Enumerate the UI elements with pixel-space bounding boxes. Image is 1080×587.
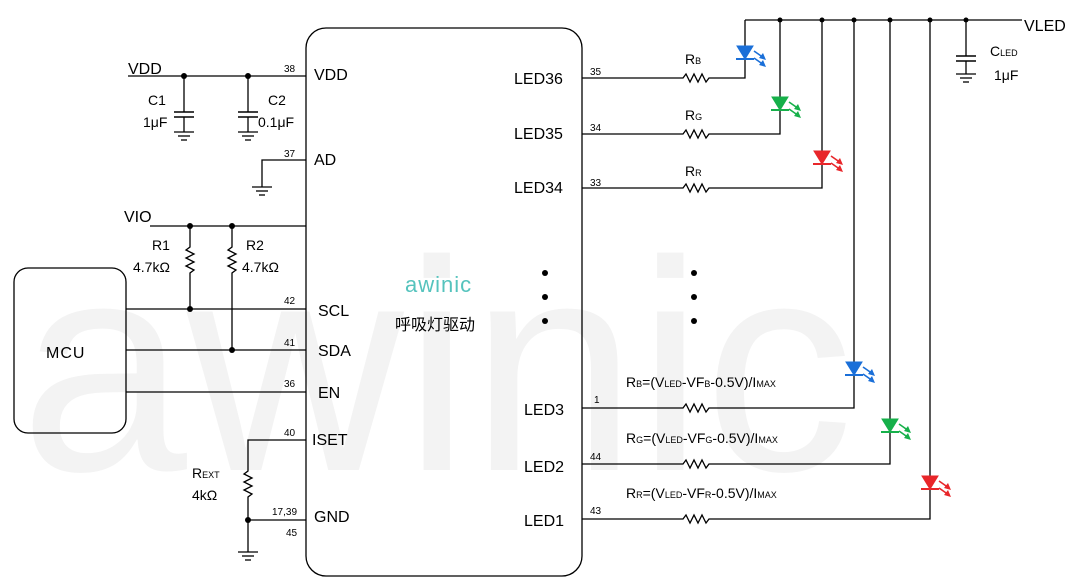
cled-name: CLED xyxy=(990,43,1018,59)
formula-rg: RG=(VLED-VFG-0.5V)/IMAX xyxy=(626,430,778,446)
rg-label: RG xyxy=(685,107,702,123)
pin-led3: LED3 xyxy=(524,402,564,419)
junction-dot xyxy=(187,306,193,312)
r1-value: 4.7kΩ xyxy=(133,259,170,275)
pin-led1: LED1 xyxy=(524,513,564,530)
rb-label: RB xyxy=(685,51,701,67)
resistor-rr-symbol xyxy=(679,183,713,193)
wire-ad xyxy=(261,159,306,187)
rext-value: 4kΩ xyxy=(192,487,217,503)
pin-led35: LED35 xyxy=(514,126,563,143)
pin-number: 45 xyxy=(286,528,298,539)
junction-dot xyxy=(245,517,251,523)
led-green-symbol xyxy=(771,96,801,118)
ground-symbol xyxy=(237,551,259,561)
net-label-vled: VLED xyxy=(1024,18,1066,35)
ellipsis-dot xyxy=(542,270,548,276)
wire-led3-up xyxy=(712,20,855,409)
chip-body xyxy=(305,27,583,577)
pin-number: 43 xyxy=(590,506,602,517)
c2-name: C2 xyxy=(268,92,286,108)
pin-number: 41 xyxy=(284,338,296,349)
pin-sda: SDA xyxy=(318,343,351,360)
net-label-vio: VIO xyxy=(124,209,152,226)
resistor-rb-symbol xyxy=(679,73,713,83)
mcu-label: MCU xyxy=(46,345,85,362)
pin-gnd: GND xyxy=(314,509,350,526)
led-green-symbol xyxy=(881,418,911,440)
watermark-text: awinic xyxy=(20,198,854,534)
pin-iset: ISET xyxy=(312,432,348,449)
wire-led34-up xyxy=(712,20,823,189)
pin-number: 17,39 xyxy=(272,507,297,518)
capacitor-c2-symbol xyxy=(237,111,259,118)
ground-symbol xyxy=(955,73,977,83)
pin-number: 42 xyxy=(284,296,296,307)
wire-led35-up xyxy=(712,20,781,135)
ground-symbol xyxy=(173,131,195,141)
formula-rr: RR=(VLED-VFR-0.5V)/IMAX xyxy=(626,485,777,501)
pin-number: 37 xyxy=(284,149,296,160)
chip-subtitle: 呼吸灯驱动 xyxy=(395,315,475,334)
pin-number: 34 xyxy=(590,123,602,134)
c1-value: 1μF xyxy=(143,114,167,130)
led-blue-symbol xyxy=(736,45,766,67)
pin-en: EN xyxy=(318,385,340,402)
pin-number: 38 xyxy=(284,64,296,75)
wire-led1-up xyxy=(712,20,931,520)
rr-label: RR xyxy=(685,163,702,179)
capacitor-c1-symbol xyxy=(173,111,195,118)
led-red-symbol xyxy=(813,150,843,172)
pin-number: 1 xyxy=(594,395,600,406)
wire-led2-up xyxy=(712,20,891,465)
resistor-rg-symbol xyxy=(679,129,713,139)
r2-name: R2 xyxy=(246,237,264,253)
ellipsis-dot xyxy=(691,270,697,276)
pin-number: 33 xyxy=(590,178,602,189)
wire-led36-up xyxy=(712,20,746,79)
pin-ad: AD xyxy=(314,152,336,169)
ground-symbol xyxy=(251,186,273,196)
chip-brand-logo: awinic xyxy=(405,272,472,297)
r2-value: 4.7kΩ xyxy=(242,259,279,275)
ellipsis-dot xyxy=(691,294,697,300)
pin-number: 35 xyxy=(590,67,602,78)
wire-iset xyxy=(247,439,306,468)
c1-name: C1 xyxy=(148,92,166,108)
led-blue-symbol xyxy=(845,361,875,383)
ellipsis-dot xyxy=(542,318,548,324)
net-label-vdd: VDD xyxy=(128,61,162,78)
r1-name: R1 xyxy=(152,237,170,253)
led-red-symbol xyxy=(921,475,951,497)
cled-value: 1μF xyxy=(994,67,1018,83)
led-layer xyxy=(736,45,951,497)
pin-led34: LED34 xyxy=(514,180,563,197)
pin-vdd: VDD xyxy=(314,67,348,84)
pin-led36: LED36 xyxy=(514,71,563,88)
capacitor-cled-symbol xyxy=(955,55,977,62)
ellipsis-dot xyxy=(691,318,697,324)
pin-number: 40 xyxy=(284,428,296,439)
ellipsis-dot xyxy=(542,294,548,300)
c2-value: 0.1μF xyxy=(258,114,294,130)
formula-rb: RB=(VLED-VFB-0.5V)/IMAX xyxy=(626,374,776,390)
pin-number: 44 xyxy=(590,452,602,463)
pin-led2: LED2 xyxy=(524,459,564,476)
pin-number: 36 xyxy=(284,379,296,390)
pin-scl: SCL xyxy=(318,303,349,320)
ground-symbol xyxy=(237,131,259,141)
junction-dot xyxy=(229,347,235,353)
rext-name: REXT xyxy=(192,465,220,481)
